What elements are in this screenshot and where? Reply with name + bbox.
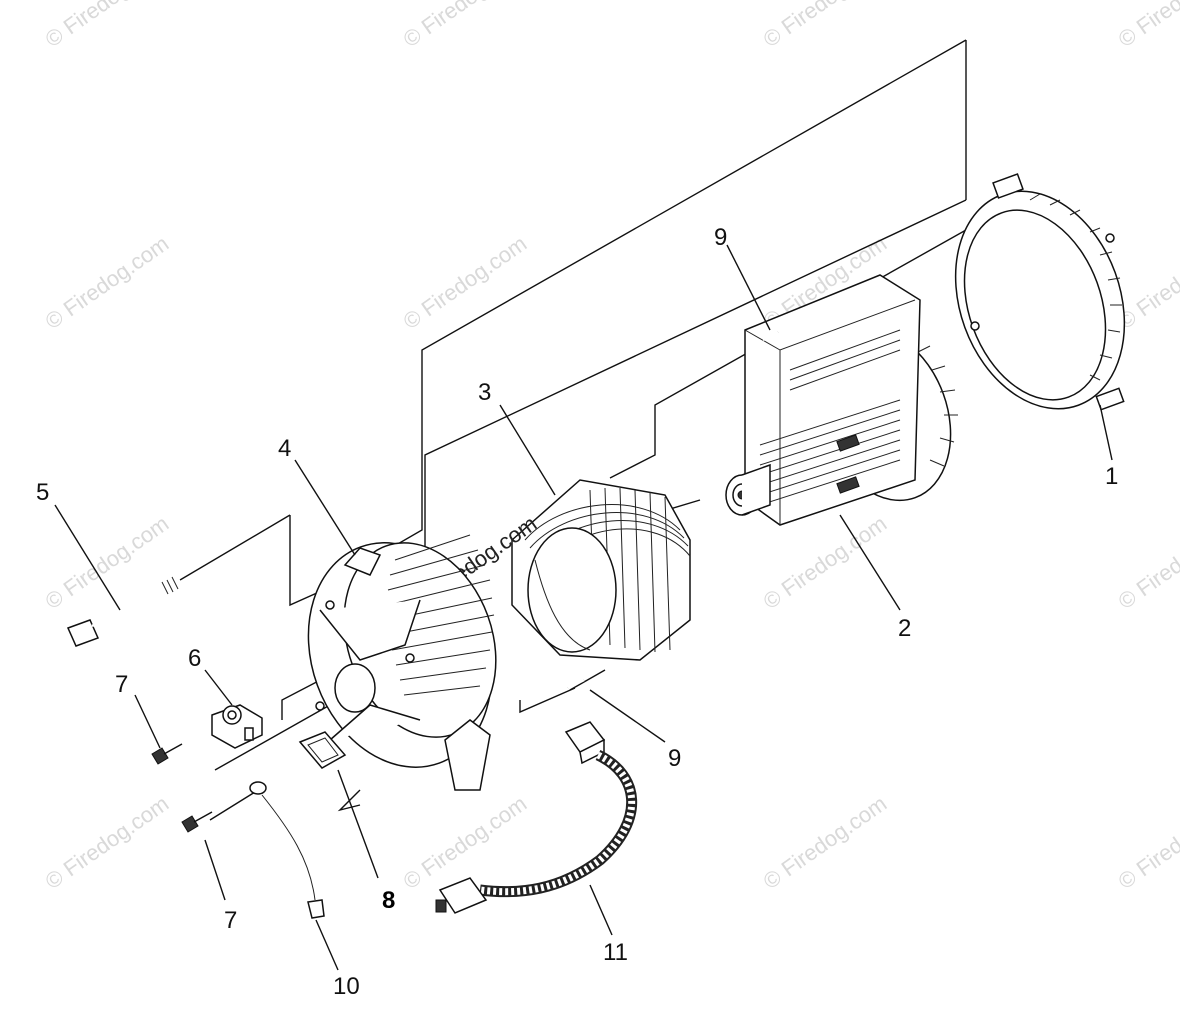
front-housing — [307, 534, 497, 791]
screw-upper — [151, 743, 183, 765]
callout-3: 3 — [478, 379, 491, 406]
stator — [511, 479, 691, 661]
watermark: © Firedog.com — [399, 231, 532, 334]
callout-11: 11 — [603, 939, 628, 966]
callout-10: 10 — [333, 973, 360, 1000]
callout-labels: 1 2 3 4 5 6 7 7 8 9 9 10 11 — [36, 224, 1118, 1000]
callout-8: 8 — [382, 887, 395, 914]
screw-lower — [181, 811, 213, 833]
callout-7-upper: 7 — [115, 671, 128, 698]
watermark: © Firedog.com — [41, 511, 174, 614]
end-cover — [954, 173, 1126, 411]
callout-4: 4 — [278, 435, 291, 462]
watermark: © Firedog.com — [41, 791, 174, 894]
callout-5: 5 — [36, 479, 49, 506]
watermark: © Firedog.com — [41, 231, 174, 334]
ground-wire — [249, 781, 325, 919]
callout-2: 2 — [898, 615, 911, 642]
watermark: © Firedog.com — [399, 0, 532, 52]
callout-9-lower: 9 — [668, 745, 681, 772]
wire-harness — [435, 721, 638, 914]
watermark: © Firedog.com — [1114, 0, 1180, 52]
watermark: © Firedog.com — [759, 0, 892, 52]
watermark: © Firedog.com — [759, 511, 892, 614]
callout-1: 1 — [1105, 463, 1118, 490]
leader-lines — [54, 244, 1113, 971]
rotor-assembly — [725, 274, 958, 526]
callout-6: 6 — [188, 645, 201, 672]
pin-lower — [567, 678, 585, 690]
pin-upper — [762, 330, 779, 342]
watermark: © Firedog.com — [399, 791, 532, 894]
callout-9-upper: 9 — [714, 224, 727, 251]
watermark: © Firedog.com — [1114, 511, 1180, 614]
callout-7-lower: 7 — [224, 907, 237, 934]
brush-holder — [211, 704, 263, 749]
watermark: © Firedog.com — [759, 791, 892, 894]
through-bolt — [66, 576, 181, 647]
bridge-component — [298, 731, 347, 769]
watermark: © Firedog.com — [41, 0, 174, 52]
watermark: © Firedog.com — [1114, 791, 1180, 894]
